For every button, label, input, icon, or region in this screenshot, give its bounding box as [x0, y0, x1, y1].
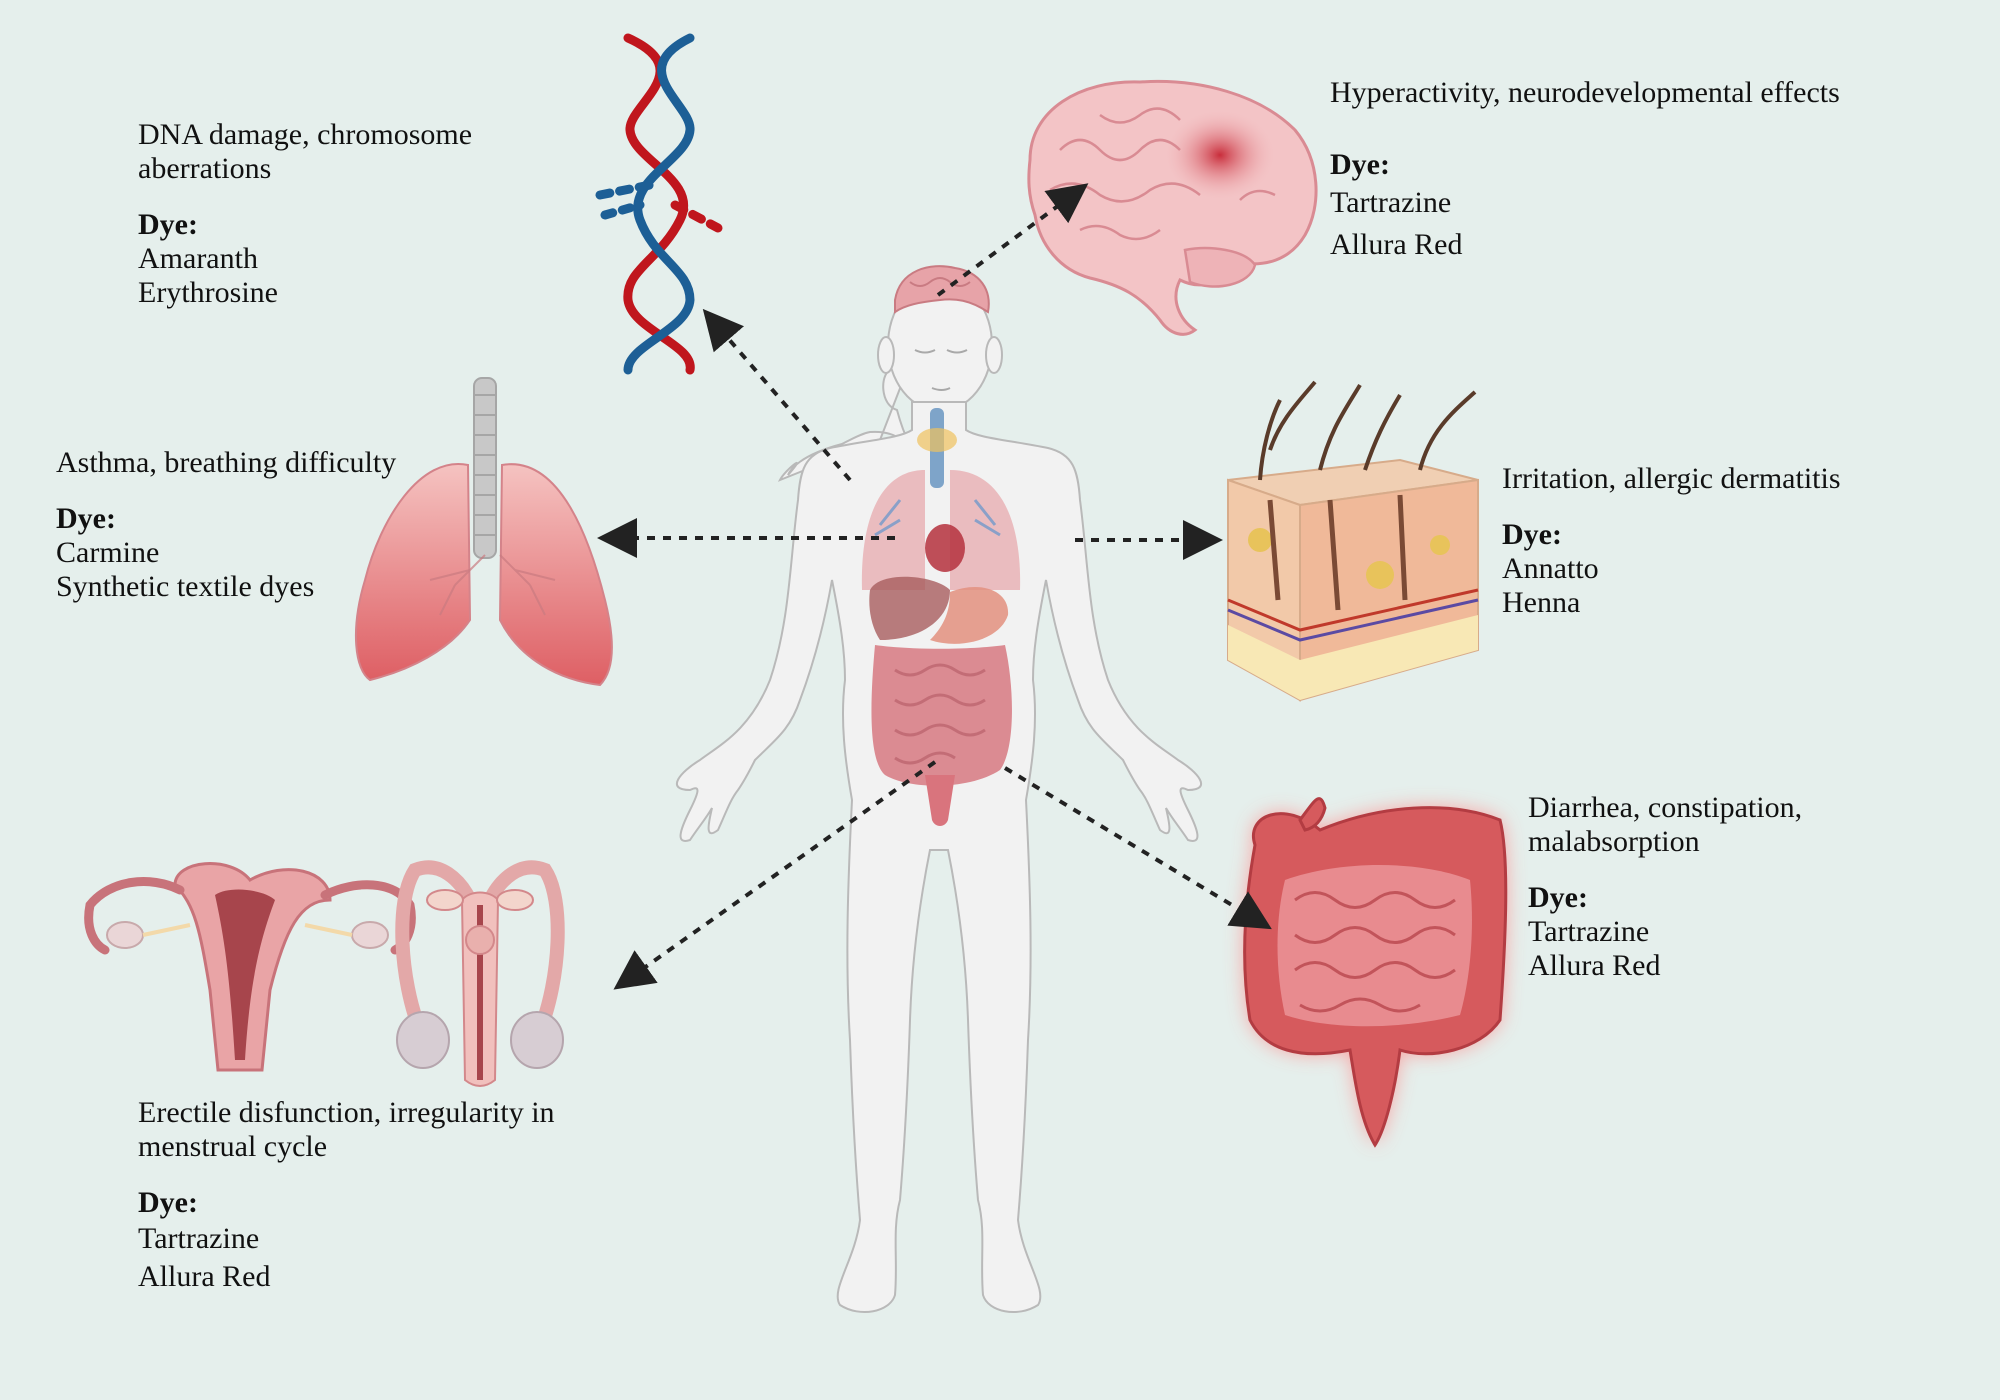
- dye-item: Tartrazine: [1330, 186, 1452, 219]
- dye-label: Dye:: [138, 1186, 198, 1219]
- effect-line: Diarrhea, constipation,: [1528, 791, 1803, 824]
- brain-panel: Hyperactivity, neurodevelopmental effect…: [1330, 76, 1990, 266]
- arrow-to-brain: [936, 183, 1089, 297]
- dna-helix-icon: [595, 33, 723, 375]
- lungs-panel: Asthma, breathing difficulty Dye: Carmin…: [56, 446, 496, 604]
- dye-item: Annatto: [1502, 552, 1599, 585]
- effect-line: aberrations: [138, 152, 272, 185]
- intestine-icon: [1243, 797, 1508, 1148]
- effect-line: Asthma, breathing difficulty: [56, 446, 397, 479]
- skin-panel: Irritation, allergic dermatitis Dye: Ann…: [1502, 462, 1972, 620]
- dye-label: Dye:: [56, 502, 116, 535]
- skin-cross-section-icon: [1227, 380, 1479, 702]
- dye-item: Synthetic textile dyes: [56, 570, 315, 603]
- effect-line: Erectile disfunction, irregularity in: [138, 1096, 555, 1129]
- arrow-to-reproductive: [613, 760, 937, 990]
- effect-line: Irritation, allergic dermatitis: [1502, 462, 1841, 495]
- dye-item: Carmine: [56, 536, 160, 569]
- reproductive-panel: Erectile disfunction, irregularity in me…: [138, 1096, 698, 1296]
- effect-line: DNA damage, chromosome: [138, 118, 473, 151]
- dye-item: Henna: [1502, 586, 1581, 619]
- lungs-icon: [355, 377, 613, 687]
- brain-icon: [1027, 79, 1318, 336]
- dye-item: Erythrosine: [138, 276, 278, 309]
- dye-item: Allura Red: [1330, 228, 1463, 261]
- intestine-panel: Diarrhea, constipation, malabsorption Dy…: [1528, 791, 1948, 983]
- arrows: [597, 183, 1272, 990]
- effect-line: malabsorption: [1528, 825, 1700, 858]
- dye-label: Dye:: [1502, 518, 1562, 551]
- dye-label: Dye:: [138, 208, 198, 241]
- dna-panel: DNA damage, chromosome aberrations Dye: …: [138, 118, 558, 310]
- dye-item: Amaranth: [138, 242, 258, 275]
- dye-label: Dye:: [1528, 881, 1588, 914]
- human-body-figure: [676, 265, 1202, 1313]
- dye-item: Allura Red: [1528, 949, 1661, 982]
- effect-line: menstrual cycle: [138, 1130, 328, 1163]
- dye-label: Dye:: [1330, 148, 1390, 181]
- dye-item: Tartrazine: [138, 1222, 260, 1255]
- dye-item: Tartrazine: [1528, 915, 1650, 948]
- male-reproductive-icon: [395, 860, 565, 1087]
- effect-line: Hyperactivity, neurodevelopmental effect…: [1330, 76, 1840, 109]
- female-reproductive-icon: [84, 862, 416, 1072]
- dye-item: Allura Red: [138, 1260, 271, 1293]
- arrow-to-intestine: [1003, 766, 1272, 930]
- arrow-to-dna: [702, 308, 852, 482]
